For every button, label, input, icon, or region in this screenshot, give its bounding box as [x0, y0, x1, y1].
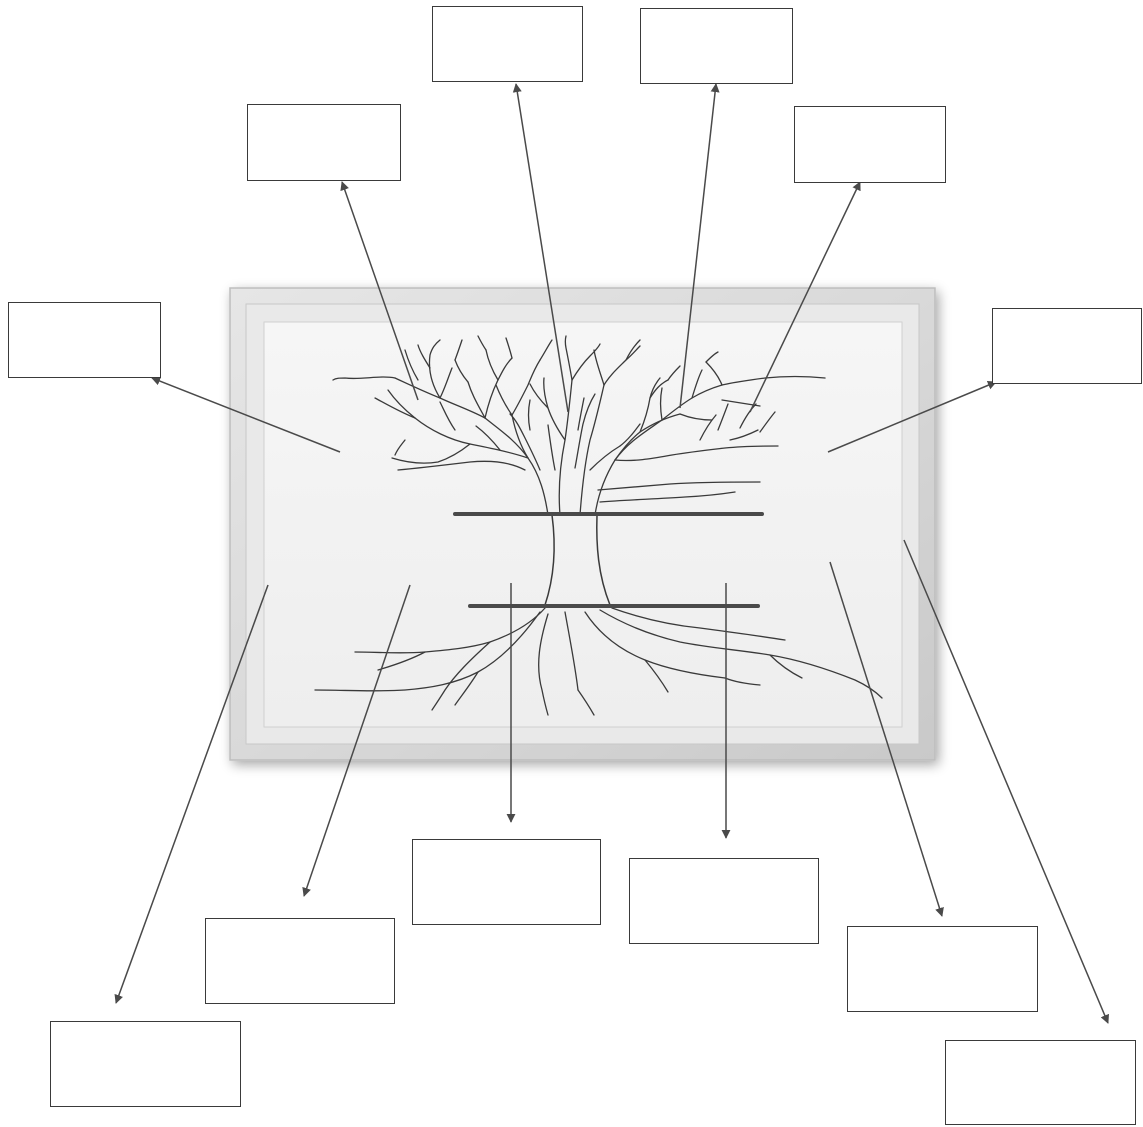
- picture-frame: [230, 288, 935, 760]
- label-box-bottom-center-left: [412, 839, 601, 925]
- label-box-left: [8, 302, 161, 378]
- label-box-upper-left: [247, 104, 401, 181]
- label-box-lower-right: [847, 926, 1038, 1012]
- label-box-right: [992, 308, 1142, 384]
- label-box-top-center-right: [640, 8, 793, 84]
- label-box-upper-right: [794, 106, 946, 183]
- label-box-bottom-right: [945, 1040, 1136, 1125]
- label-box-top-center-left: [432, 6, 583, 82]
- label-box-lower-left: [205, 918, 395, 1004]
- label-box-bottom-left: [50, 1021, 241, 1107]
- label-box-bottom-center-right: [629, 858, 819, 944]
